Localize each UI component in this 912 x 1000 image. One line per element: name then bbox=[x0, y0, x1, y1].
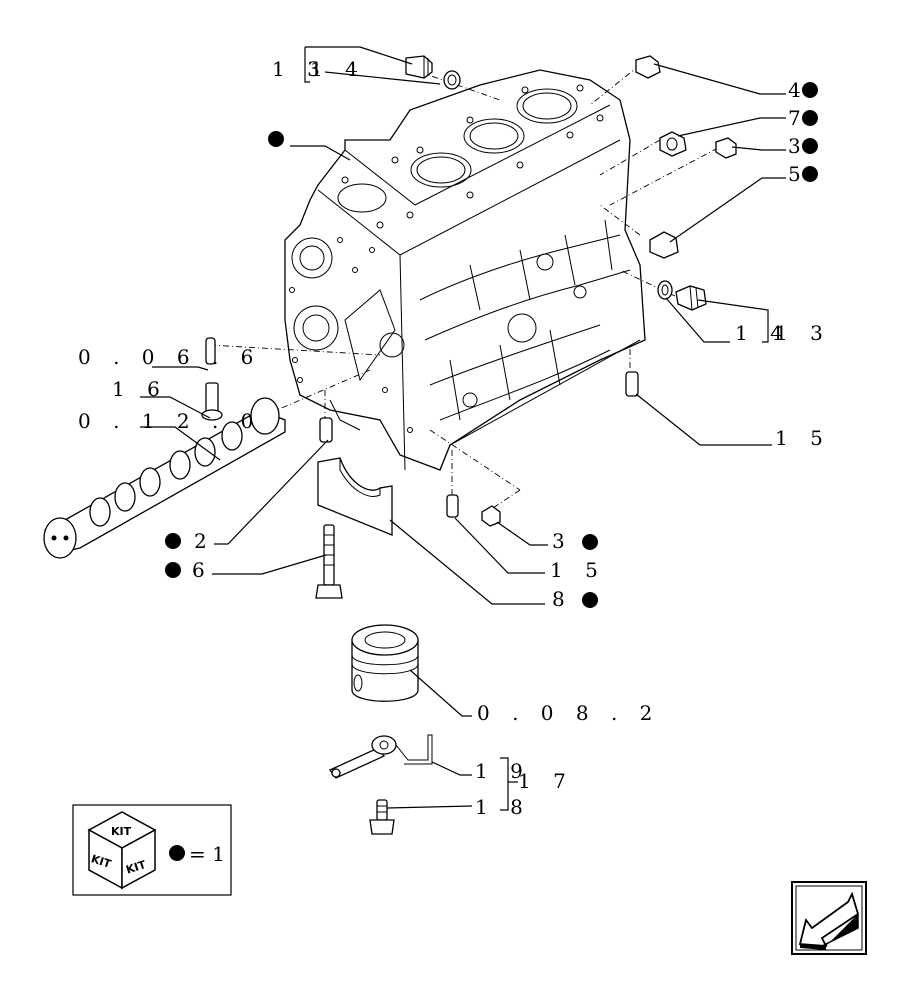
label-17: 1 7 bbox=[518, 769, 574, 793]
label-16: 1 6 bbox=[112, 377, 168, 401]
legend-equals: = 1 bbox=[189, 842, 225, 866]
part-6-bolt bbox=[315, 524, 343, 599]
part-3-cap-upper bbox=[715, 137, 737, 159]
kit-legend: KIT KIT KIT = 1 bbox=[72, 804, 232, 896]
label-13-lower: 1 3 bbox=[775, 321, 831, 345]
kit-markers bbox=[165, 82, 818, 608]
part-13-plug-lower bbox=[675, 285, 707, 311]
center-lines bbox=[209, 64, 719, 511]
part-16-bushing bbox=[201, 382, 223, 421]
part-8-bearing-cap bbox=[317, 457, 393, 536]
label-0066: 0 . 0 6 . 6 bbox=[78, 345, 261, 369]
piston bbox=[351, 624, 419, 702]
part-14-ring bbox=[443, 70, 461, 90]
part-18-bolt bbox=[369, 799, 395, 835]
part-15-dowel-center bbox=[446, 494, 459, 518]
leader-lines bbox=[140, 46, 786, 811]
kit-cube-icon: KIT KIT KIT bbox=[87, 811, 157, 890]
label-15-right: 1 5 bbox=[775, 426, 831, 450]
label-4: 4 bbox=[788, 78, 809, 102]
kit-label-right: KIT bbox=[124, 858, 148, 877]
part-7-plug bbox=[659, 131, 687, 157]
label-8: 8 bbox=[552, 587, 573, 611]
part-5-cap-large bbox=[649, 231, 679, 259]
part-0066-pin bbox=[205, 337, 216, 365]
part-14-ring-lower bbox=[657, 280, 673, 300]
callout-labels: 1 3 1 4 4 7 3 5 1 4 1 3 0 . 0 6 . 6 1 6 … bbox=[78, 57, 831, 819]
label-19: 1 9 bbox=[475, 759, 531, 783]
label-0082: 0 . 0 8 . 2 bbox=[477, 701, 660, 725]
label-7: 7 bbox=[788, 106, 809, 130]
label-3-upper: 3 bbox=[788, 134, 809, 158]
label-0120: 0 . 1 2 . 0 bbox=[78, 409, 261, 433]
part-15-dowel-right bbox=[625, 371, 639, 397]
kit-label-top: KIT bbox=[111, 825, 132, 838]
oil-jet-nozzle bbox=[328, 734, 433, 779]
engine-block bbox=[284, 69, 646, 471]
part-13-plug bbox=[405, 55, 433, 79]
label-2: 2 bbox=[194, 529, 215, 553]
label-14-lower: 1 4 bbox=[735, 321, 791, 345]
label-3-lower: 3 bbox=[552, 529, 573, 553]
label-5: 5 bbox=[788, 162, 809, 186]
label-13: 1 3 bbox=[272, 57, 328, 81]
next-page-arrow-icon[interactable] bbox=[791, 881, 867, 955]
part-4-cap bbox=[635, 55, 661, 79]
label-14: 1 4 bbox=[310, 57, 366, 81]
camshaft bbox=[43, 397, 286, 559]
kit-label-left: KIT bbox=[89, 852, 113, 871]
label-6: 6 bbox=[192, 558, 213, 582]
label-18: 1 8 bbox=[475, 795, 531, 819]
part-3-cap-lower bbox=[481, 505, 501, 527]
part-2-dowel bbox=[319, 417, 333, 443]
label-15-center: 1 5 bbox=[550, 558, 606, 582]
